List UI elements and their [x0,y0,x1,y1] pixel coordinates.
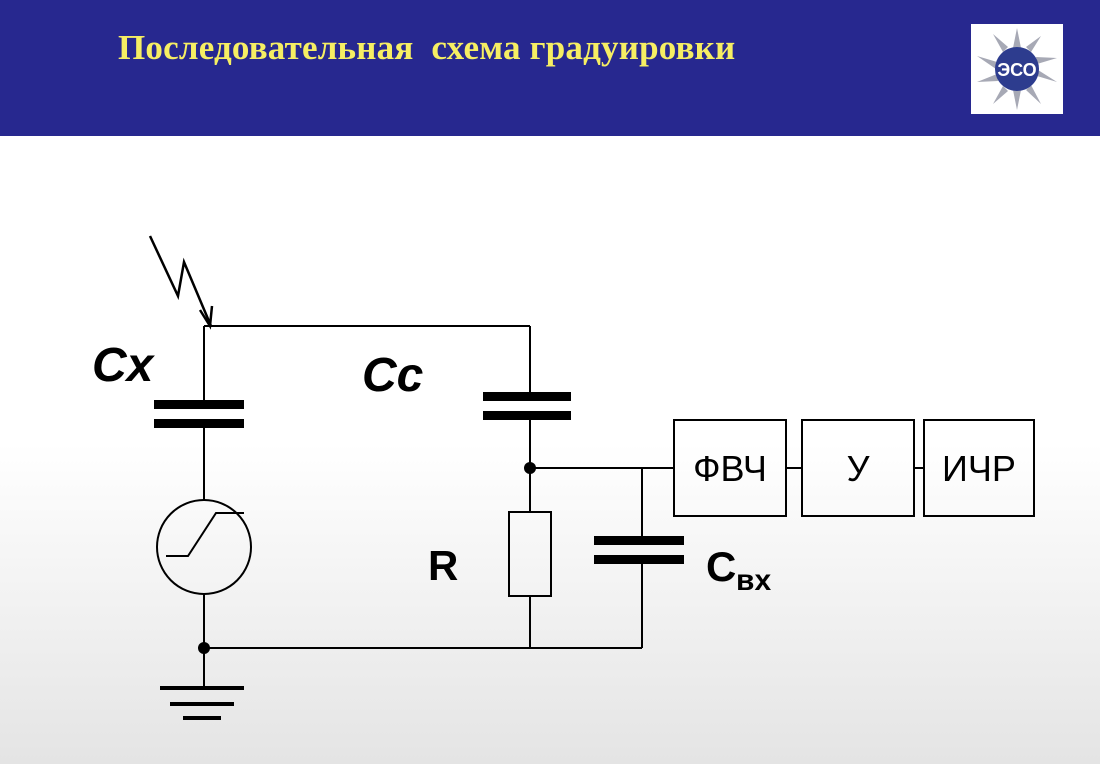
block-meter-label: ИЧР [942,448,1016,489]
company-logo: ЭСО [971,24,1063,114]
block-hpf-label: ФВЧ [693,448,767,489]
capacitor-cc-plate-top [483,392,571,401]
capacitor-cx-plate-bottom [154,419,244,428]
slide-title: Последовательная схема градуировки [118,28,736,67]
frame-edge [1100,0,1110,764]
label-r: R [428,542,458,589]
pulse-source-icon [156,499,252,595]
label-cx: Cx [92,339,156,392]
capacitor-cin-plate-top [594,536,684,545]
label-cin: C [706,543,736,590]
label-cc: Cc [362,349,423,402]
junction-node-bottom [198,642,210,654]
resistor-r [508,511,552,597]
capacitor-cc-plate-bottom [483,411,571,420]
slide-header: Последовательная схема градуировки ЭСО [0,0,1100,136]
discharge-arrow [148,235,213,327]
capacitor-cin-plate-bottom [594,555,684,564]
label-cin-subscript: вх [736,564,771,597]
junction-node-top [524,462,536,474]
block-amp-label: У [847,448,871,489]
sun-logo-icon: ЭСО [977,28,1057,110]
capacitor-cx-plate-top [154,400,244,409]
pulse-step-icon [166,512,244,557]
logo-text: ЭСО [997,60,1036,80]
ground-icon [160,686,244,690]
